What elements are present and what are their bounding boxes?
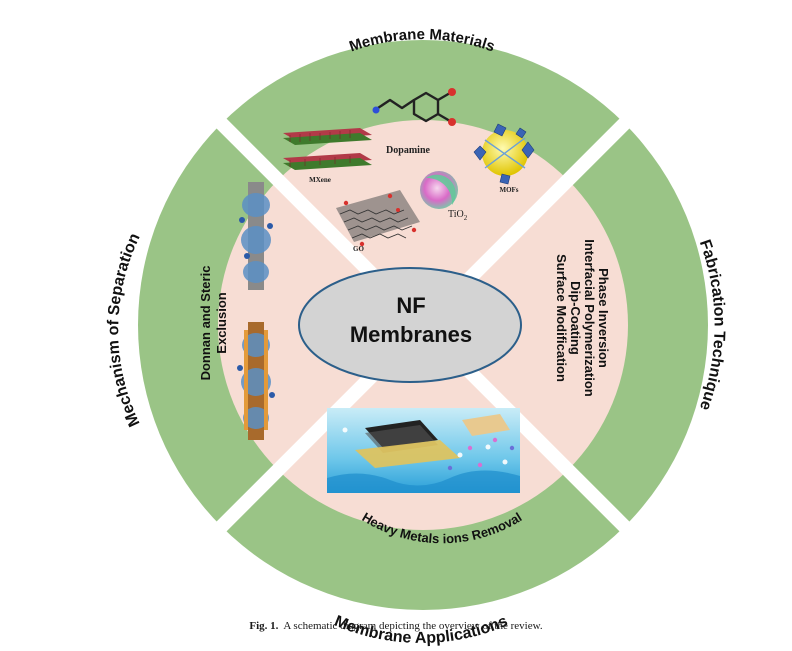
tio2-label: TiO2 [448,209,468,222]
fabrication-item-phase-inversion: Phase Inversion [596,268,611,368]
caption-text: A schematic diagram depicting the overvi… [283,620,543,632]
application-illustration [327,408,520,493]
dopamine-molecule [377,91,451,123]
mechanism-illustrations [237,182,275,440]
mechanism-label-line2: Exclusion [214,292,229,353]
caption-prefix: Fig. 1. [249,620,279,632]
fabrication-item-interfacial-polymerization: Interfacial Polymerization [582,239,597,397]
dopamine-atom-o1 [448,88,456,96]
center-title-line1: NF [396,293,425,318]
mxene-image [283,128,372,170]
go-sheet [336,190,420,247]
mxene-label: MXene [309,176,331,184]
dopamine-label: Dopamine [386,145,430,156]
mofs-image [473,123,535,185]
go-label: GO [353,245,364,253]
fabrication-list: Phase Inversion Interfacial Polymerizati… [554,239,611,397]
figure-caption: Fig. 1. A schematic diagram depicting th… [0,620,792,632]
materials-illustrations: MXene Dopamine MOFs [283,88,535,253]
fabrication-item-dip-coating: Dip-Coating [568,281,583,355]
donnan-pore-image [237,322,275,440]
mofs-label: MOFs [499,186,518,194]
center-title-line2: Membranes [350,322,472,347]
dopamine-atom-n [372,106,380,114]
mechanism-label: Donnan and Steric Exclusion [198,266,229,381]
center-ellipse [298,267,522,383]
mechanism-label-line1: Donnan and Steric [198,266,213,381]
steric-pore-image [239,182,273,290]
fabrication-item-surface-modification: Surface Modification [554,254,569,382]
ring-label-left: Mechanism of Separation [105,231,143,429]
tio2-shading [426,174,456,205]
dopamine-atom-o2 [448,118,456,126]
